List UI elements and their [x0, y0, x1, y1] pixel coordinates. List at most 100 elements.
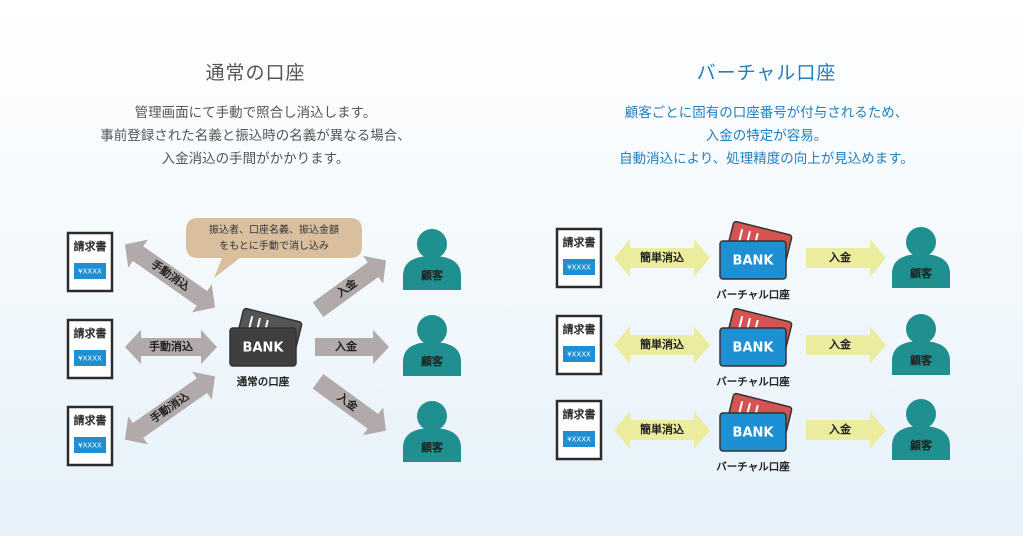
arrow-label: 入金 — [829, 250, 852, 264]
bank-card-front — [719, 240, 787, 280]
invoice-amount: ¥XXXX — [567, 264, 591, 272]
virtual-account-description: 顧客ごとに固有の口座番号が付与されるため、 入金の特定が容易。 自動消込により、… — [511, 102, 1022, 171]
person-head — [417, 315, 447, 345]
invoice-sheet — [66, 231, 114, 293]
bank-card-front — [719, 412, 787, 452]
virtual-bank-account-1: BANK バーチャル口座 — [716, 220, 793, 301]
customer-label: 顧客 — [910, 353, 933, 367]
deposit-arrow-normal-3: 入金 — [312, 374, 386, 436]
arrow-shape — [614, 239, 710, 277]
arrow-shape — [124, 239, 216, 313]
bank-label: BANK — [733, 341, 775, 356]
deposit-arrow-normal-1: 入金 — [312, 255, 386, 317]
invoice-amount-box — [563, 259, 595, 275]
normal-desc-line-2: 事前登録された名義と振込時の名義が異なる場合、 — [100, 128, 411, 144]
person-body — [892, 426, 950, 460]
virtual-invoice-1: 請求書 ¥XXXX — [555, 227, 603, 289]
virtual-account-panel: バーチャル口座 顧客ごとに固有の口座番号が付与されるため、 入金の特定が容易。 … — [511, 0, 1022, 536]
invoice-title: 請求書 — [563, 235, 596, 249]
virtual-invoice-3: 請求書 ¥XXXX — [555, 399, 603, 461]
invoice-title: 請求書 — [74, 326, 107, 340]
invoice-title: 請求書 — [563, 322, 596, 336]
normal-desc-line-3: 入金消込の手間がかかります。 — [161, 151, 350, 167]
person-body — [892, 254, 950, 288]
customer-label: 顧客 — [421, 354, 444, 368]
normal-account-panel: 通常の口座 管理画面にて手動で照合し消込します。 事前登録された名義と振込時の名… — [0, 0, 511, 536]
virtual-desc-line-2: 入金の特定が容易。 — [705, 128, 828, 144]
invoice-amount-box — [74, 350, 106, 366]
easy-reconcile-arrow-2: 簡単消込 — [614, 326, 710, 364]
normal-account-description: 管理画面にて手動で照合し消込します。 事前登録された名義と振込時の名義が異なる場… — [0, 102, 511, 171]
bank-account-caption: バーチャル口座 — [716, 288, 790, 301]
normal-desc-line-1: 管理画面にて手動で照合し消込します。 — [134, 105, 377, 121]
bank-label: BANK — [733, 254, 775, 269]
arrow-shape — [614, 326, 710, 364]
virtual-invoice-2: 請求書 ¥XXXX — [555, 314, 603, 376]
invoice-sheet — [66, 405, 114, 467]
arrow-label: 簡単消込 — [640, 250, 684, 264]
invoice-amount-box — [74, 263, 106, 279]
customer-virtual-3: 顧客 — [892, 399, 950, 460]
deposit-arrow-normal-2: 入金 — [315, 329, 389, 365]
manual-reconcile-arrow-2: 手動消込 — [125, 329, 217, 365]
customer-normal-1: 顧客 — [403, 229, 461, 290]
person-body — [403, 256, 461, 290]
virtual-desc-line-1: 顧客ごとに固有の口座番号が付与されるため、 — [624, 105, 909, 121]
easy-reconcile-arrow-3: 簡単消込 — [614, 411, 710, 449]
customer-virtual-2: 顧客 — [892, 314, 950, 375]
invoice-amount: ¥XXXX — [78, 355, 102, 363]
virtual-account-title: バーチャル口座 — [696, 62, 837, 84]
arrow-label: 簡単消込 — [640, 422, 684, 436]
person-body — [403, 428, 461, 462]
invoice-title: 請求書 — [74, 413, 107, 427]
virtual-desc-line-3: 自動消込により、処理精度の向上が見込めます。 — [619, 151, 914, 167]
deposit-arrow-virtual-3: 入金 — [806, 411, 886, 449]
invoice-amount: ¥XXXX — [567, 436, 591, 444]
manual-reconcile-arrow-3: 手動消込 — [124, 371, 216, 445]
normal-invoice-2: 請求書 ¥XXXX — [66, 318, 114, 380]
invoice-title: 請求書 — [563, 407, 596, 421]
customer-normal-3: 顧客 — [403, 401, 461, 462]
invoice-amount: ¥XXXX — [567, 351, 591, 359]
arrow-label: 入金 — [829, 337, 852, 351]
arrow-label: 入金 — [829, 422, 852, 436]
arrow-shape — [806, 411, 886, 449]
arrow-shape — [315, 329, 389, 365]
speech-bubble-line-2: をもとに手動で消し込み — [219, 239, 329, 252]
arrow-shape — [312, 255, 386, 317]
arrow-shape — [312, 374, 386, 436]
person-head — [906, 227, 936, 257]
customer-virtual-1: 顧客 — [892, 227, 950, 288]
arrow-label: 簡単消込 — [640, 337, 684, 351]
speech-bubble-shape — [186, 218, 362, 278]
customer-label: 顧客 — [421, 440, 444, 454]
customer-label: 顧客 — [910, 266, 933, 280]
person-body — [403, 342, 461, 376]
arrow-shape — [806, 239, 886, 277]
invoice-sheet — [555, 227, 603, 289]
normal-account-title: 通常の口座 — [205, 62, 306, 84]
person-body — [892, 341, 950, 375]
invoice-title: 請求書 — [74, 239, 107, 253]
invoice-amount-box — [563, 431, 595, 447]
person-head — [417, 401, 447, 431]
normal-invoice-3: 請求書 ¥XXXX — [66, 405, 114, 467]
arrow-label: 入金 — [335, 339, 358, 353]
invoice-amount-box — [74, 437, 106, 453]
invoice-amount: ¥XXXX — [78, 442, 102, 450]
speech-bubble-line-1: 振込者、口座名義、振込金額 — [209, 223, 339, 236]
easy-reconcile-arrow-1: 簡単消込 — [614, 239, 710, 277]
deposit-arrow-virtual-2: 入金 — [806, 326, 886, 364]
normal-invoice-1: 請求書 ¥XXXX — [66, 231, 114, 293]
bank-account-caption: バーチャル口座 — [716, 460, 790, 473]
invoice-amount: ¥XXXX — [78, 268, 102, 276]
arrow-shape — [125, 329, 217, 365]
invoice-sheet — [555, 314, 603, 376]
customer-label: 顧客 — [910, 438, 933, 452]
bank-account-caption: 通常の口座 — [237, 375, 290, 388]
